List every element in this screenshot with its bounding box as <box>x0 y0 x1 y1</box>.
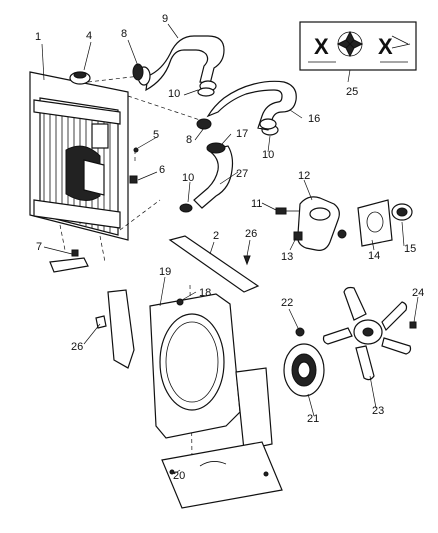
fan-bolt-24 <box>409 321 417 329</box>
small-hardware <box>129 147 139 184</box>
bracket-7 <box>49 249 89 273</box>
callout-16: 16 <box>308 113 321 125</box>
leader-lines <box>41 23 419 475</box>
callout-27: 27 <box>236 168 249 180</box>
callout-23: 23 <box>372 405 385 417</box>
callout-8b: 8 <box>186 134 193 146</box>
thermostat-housing-12 <box>297 196 347 251</box>
callout-5: 5 <box>153 129 160 141</box>
fan-drive-21 <box>283 343 325 397</box>
callout-20: 20 <box>173 470 186 482</box>
upper-hose-9 <box>137 35 225 92</box>
callout-13: 13 <box>281 251 294 263</box>
lower-shield-20 <box>161 441 283 509</box>
side-seals <box>95 289 273 451</box>
radiator-cap <box>69 71 91 85</box>
callout-15: 15 <box>404 243 417 255</box>
callout-7: 7 <box>36 241 43 253</box>
bypass-hose-27 <box>193 142 234 209</box>
push-pin-26 <box>243 255 251 266</box>
fan-shroud-19 <box>149 293 241 439</box>
callout-10a: 10 <box>168 88 181 100</box>
callout-21: 21 <box>307 413 320 425</box>
svg-text:X: X <box>314 34 329 59</box>
callout-2: 2 <box>213 230 220 242</box>
svg-text:X: X <box>378 34 393 59</box>
callout-9: 9 <box>162 13 169 25</box>
bolts <box>275 207 303 241</box>
baffle-2 <box>168 235 260 293</box>
callout-1: 1 <box>35 31 42 43</box>
callout-18: 18 <box>199 287 212 299</box>
callout-8a: 8 <box>121 28 128 40</box>
callout-24: 24 <box>412 287 425 299</box>
callout-11: 11 <box>251 198 263 210</box>
callout-10b: 10 <box>262 149 275 161</box>
callout-26-upper: 26 <box>245 228 258 240</box>
callout-6: 6 <box>159 164 166 176</box>
callout-22: 22 <box>281 297 294 309</box>
thermostat-15 <box>391 203 413 221</box>
callout-4: 4 <box>86 30 93 42</box>
hose-clamps <box>132 63 279 213</box>
callout-26-lower: 26 <box>71 341 84 353</box>
callout-14: 14 <box>368 250 381 262</box>
warning-label-25: X X <box>299 21 417 71</box>
lower-hose-16 <box>206 80 297 131</box>
callout-25: 25 <box>346 86 359 98</box>
gasket-14 <box>357 199 393 247</box>
fan-23 <box>322 286 412 381</box>
callout-17: 17 <box>236 128 249 140</box>
callout-10c: 10 <box>182 172 195 184</box>
radiator <box>29 71 129 241</box>
callout-12: 12 <box>298 170 311 182</box>
fan-nut-22 <box>295 327 305 337</box>
callout-19: 19 <box>159 266 172 278</box>
